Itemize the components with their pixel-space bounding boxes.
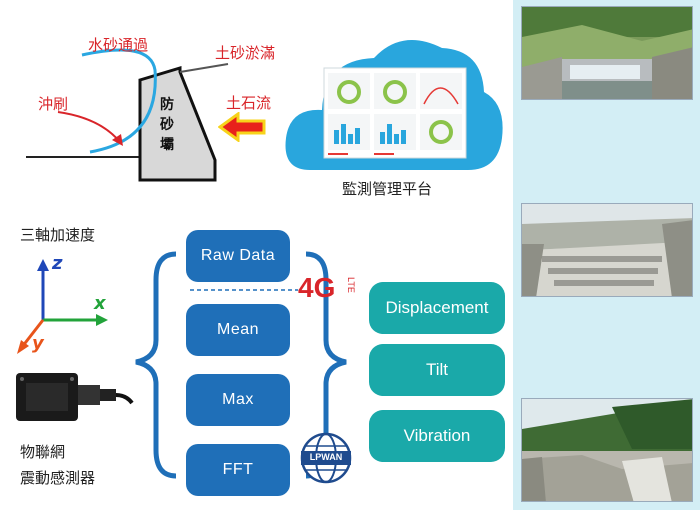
axis-z-label: z [52,253,63,274]
max-button[interactable]: Max [186,374,290,426]
scour-arrow-head [112,134,123,146]
sediment-line [179,63,229,73]
label-debris-flow: 土石流 [226,94,272,112]
dam-photo-2 [521,203,693,297]
fft-button[interactable]: FFT [186,444,290,496]
debris-flow-arrow-icon [218,112,266,142]
dam-label: 防 砂 壩 [160,95,174,155]
globe-icon [300,432,352,484]
dam-diagram: 水砂通過 土砂淤滿 沖刷 土石流 防 砂 壩 [0,0,290,200]
dam-char-1: 防 [160,97,174,113]
label-scour: 沖刷 [38,95,69,113]
cloud-platform: 監測管理平台 [282,20,507,200]
label-flow-sediment: 水砂通過 [88,36,149,54]
four-g-lte-icon: 4G LTE [296,272,364,308]
lpwan-text: LPWAN [309,452,343,462]
mean-button[interactable]: Mean [186,304,290,356]
scour-arrow [57,111,121,143]
dam-char-2: 砂 [160,117,174,133]
axis-y-label: y [32,333,44,354]
lpwan-icon: LPWAN [300,432,352,484]
dam-drawing [26,48,229,182]
water-flow-curve [81,48,157,154]
sensor-title: 三軸加速度 [20,226,96,244]
axes-icon [17,259,108,354]
cloud-caption: 監測管理平台 [342,180,433,198]
axis-x-label: x [94,293,106,314]
lte-text: LTE [346,277,356,293]
photo-panel [513,0,700,510]
sensor-device-image [14,365,134,425]
vibration-button[interactable]: Vibration [369,410,505,462]
label-sediment-fill: 土砂淤滿 [215,44,276,62]
cloud-icon [285,40,503,170]
four-g-text: 4G [298,272,336,303]
sensor-caption-line1: 物聯網 [20,443,66,461]
dam-photo-1 [521,6,693,100]
raw-data-button[interactable]: Raw Data [186,230,290,282]
sensor-device-icon [16,373,134,421]
axes-diagram: z x y [10,253,120,360]
tilt-button[interactable]: Tilt [369,344,505,396]
dam-body [138,65,217,182]
displacement-button[interactable]: Displacement [369,282,505,334]
dam-char-3: 壩 [160,137,174,153]
dam-photo-3 [521,398,693,502]
sensor-caption-line2: 震動感測器 [20,469,96,487]
